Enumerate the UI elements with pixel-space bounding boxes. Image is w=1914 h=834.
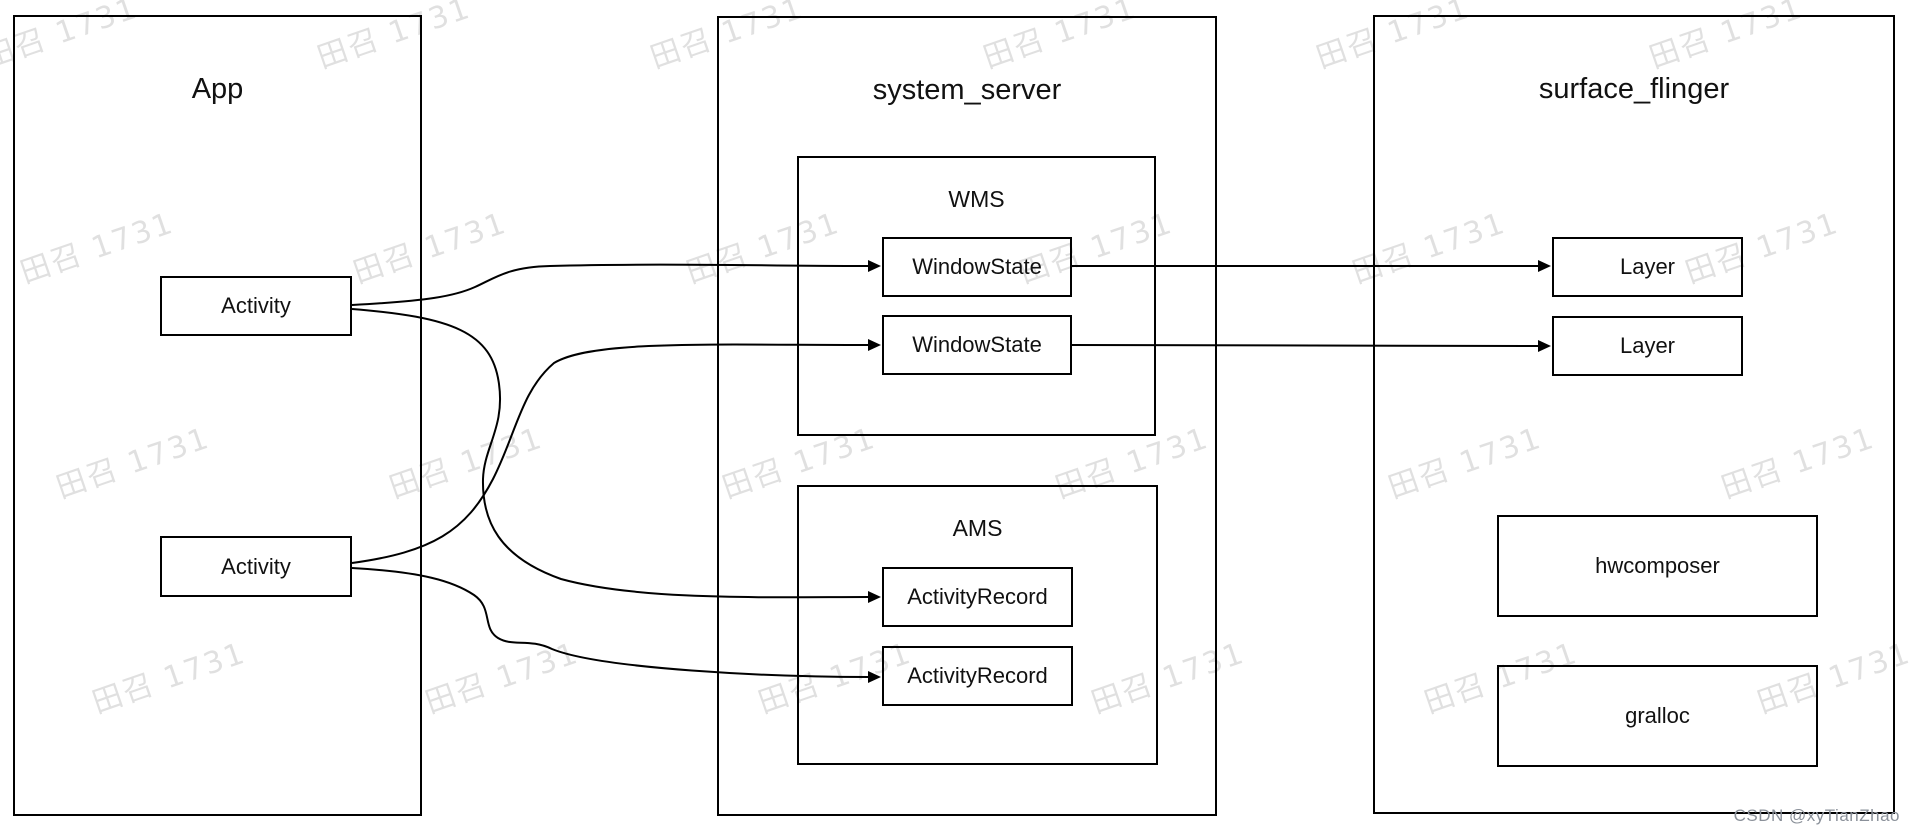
container-title-system-server: system_server: [872, 74, 1062, 106]
watermark-text: 田召 1731: [420, 635, 584, 721]
group-title-ams: AMS: [952, 515, 1003, 541]
node-activity-1: Activity: [160, 276, 352, 336]
container-title-app: App: [191, 73, 244, 105]
node-gralloc: gralloc: [1497, 665, 1818, 767]
node-activity-2: Activity: [160, 536, 352, 597]
group-title-wms: WMS: [948, 186, 1005, 212]
node-layer-2: Layer: [1552, 316, 1743, 376]
node-windowstate-2: WindowState: [882, 315, 1072, 375]
node-activityrecord-1: ActivityRecord: [882, 567, 1073, 627]
credit-watermark: CSDN @xyTianZhao: [1733, 806, 1900, 825]
node-layer-1: Layer: [1552, 237, 1743, 297]
node-hwcomposer: hwcomposer: [1497, 515, 1818, 617]
container-title-surface-flinger: surface_flinger: [1538, 73, 1730, 105]
node-windowstate-1: WindowState: [882, 237, 1072, 297]
container-surface-flinger: surface_flinger: [1373, 15, 1895, 814]
container-app: App: [13, 15, 422, 816]
node-activityrecord-2: ActivityRecord: [882, 646, 1073, 706]
